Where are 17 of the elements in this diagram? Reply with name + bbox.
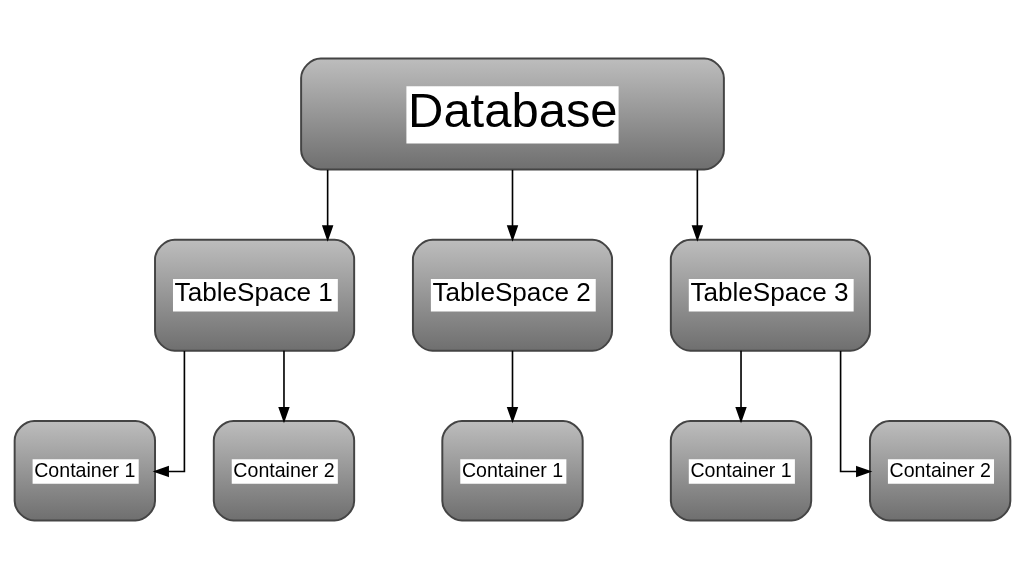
- node-box: TableSpace 2: [411, 238, 614, 352]
- node-box: Container 2: [869, 419, 1012, 521]
- node-box: Database: [300, 57, 725, 170]
- node-box: Container 2: [212, 419, 356, 521]
- arrow: [691, 168, 704, 242]
- node-box: Container 1: [13, 419, 156, 521]
- arrow: [506, 349, 519, 423]
- arrow: [278, 349, 290, 423]
- node-box: TableSpace 1: [154, 238, 356, 352]
- node-box: TableSpace 3: [669, 238, 871, 352]
- arrow: [839, 349, 873, 477]
- arrow: [321, 168, 334, 242]
- arrow: [152, 349, 186, 477]
- arrow: [506, 168, 519, 242]
- node-box: Container 1: [669, 419, 813, 521]
- arrow: [735, 349, 747, 423]
- node-box: Container 1: [441, 419, 584, 521]
